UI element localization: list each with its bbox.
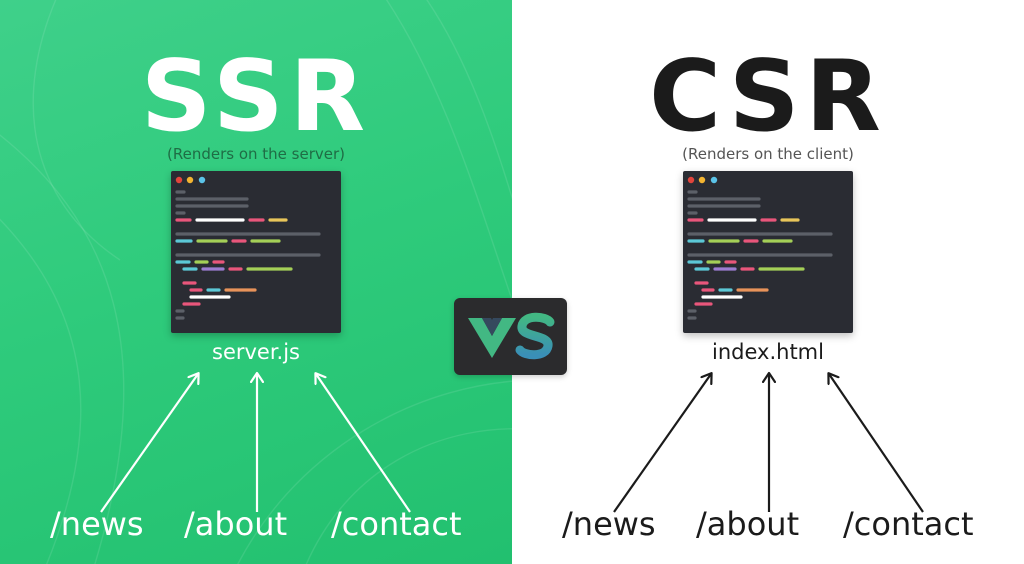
- vue-logo-icon: [468, 312, 555, 360]
- arrow-news: [613, 374, 711, 513]
- route-arrows: [613, 0, 924, 513]
- wave-pattern-decoration: [0, 0, 512, 564]
- arrow-contact: [829, 374, 924, 513]
- ssr-panel: SSR (Renders on the server): [0, 0, 512, 564]
- index-html-filename: index.html: [712, 340, 824, 364]
- ssr-title: SSR: [140, 40, 372, 154]
- arrow-contact: [316, 374, 411, 513]
- ssr-subtitle: (Renders on the server): [166, 145, 345, 163]
- route-about: /about: [184, 505, 288, 543]
- route-news: /news: [562, 505, 656, 543]
- arrow-news: [100, 374, 198, 513]
- vs-badge: [454, 298, 567, 375]
- route-news: /news: [50, 505, 144, 543]
- server-js-filename: server.js: [212, 340, 300, 364]
- csr-panel: CSR (Renders on the client): [512, 0, 1024, 564]
- code-lines-graphic: [687, 176, 833, 320]
- code-editor-illustration: [171, 171, 341, 333]
- route-contact: /contact: [843, 505, 974, 543]
- route-contact: /contact: [331, 505, 462, 543]
- route-about: /about: [696, 505, 800, 543]
- csr-subtitle: (Renders on the client): [682, 145, 854, 163]
- code-lines-graphic: [175, 176, 321, 320]
- route-arrows: [100, 0, 411, 513]
- csr-title: CSR: [649, 40, 887, 154]
- code-editor-illustration: [683, 171, 853, 333]
